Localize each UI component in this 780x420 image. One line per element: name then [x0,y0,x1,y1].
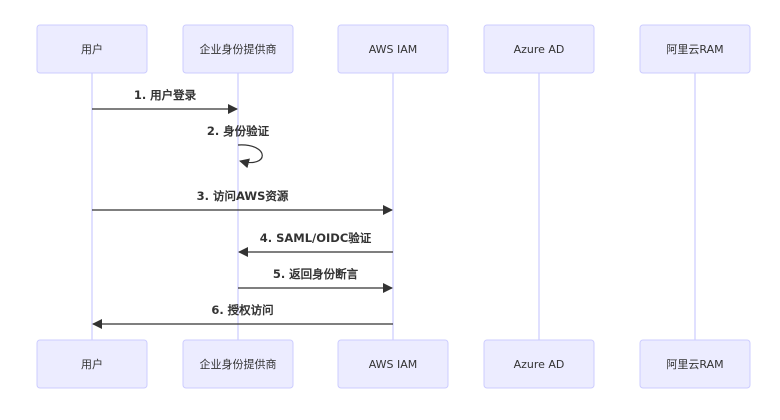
actor-idp-bottom: 企业身份提供商 [182,339,294,389]
actor-label: Azure AD [514,358,565,371]
actor-label: 阿里云RAM [666,43,723,56]
actor-idp-top: 企业身份提供商 [182,24,294,74]
actor-box [483,24,595,74]
message-label: 2. 身份验证 [207,124,270,138]
actor-label: 用户 [81,357,103,371]
actor-box [337,24,449,74]
message-2: 2. 身份验证 [207,124,270,169]
message-3: 3. 访问AWS资源 [92,189,393,215]
message-label: 3. 访问AWS资源 [197,189,289,203]
actor-label: AWS IAM [369,43,418,56]
actor-aws-top: AWS IAM [337,24,449,74]
actor-box [337,339,449,389]
actor-label: 用户 [81,42,103,56]
actor-box [36,24,148,74]
message-label: 6. 授权访问 [211,303,273,317]
actor-box [36,339,148,389]
message-label: 1. 用户登录 [134,88,197,102]
message-5: 5. 返回身份断言 [238,267,393,293]
actor-box [483,339,595,389]
message-label: 5. 返回身份断言 [273,267,359,281]
actor-aws-bottom: AWS IAM [337,339,449,389]
actor-azure-bottom: Azure AD [483,339,595,389]
message-1: 1. 用户登录 [92,88,238,114]
actor-aliyun-bottom: 阿里云RAM [639,339,751,389]
actor-user-top: 用户 [36,24,148,74]
actor-box [182,24,294,74]
actor-box [639,24,751,74]
message-arrow [237,144,263,169]
actor-azure-top: Azure AD [483,24,595,74]
message-6: 6. 授权访问 [92,303,393,329]
actor-label: 阿里云RAM [666,358,723,371]
actor-label: AWS IAM [369,358,418,371]
actor-box [182,339,294,389]
actor-label: 企业身份提供商 [200,42,277,56]
message-label: 4. SAML/OIDC验证 [260,231,372,245]
actor-label: Azure AD [514,43,565,56]
actor-user-bottom: 用户 [36,339,148,389]
actor-aliyun-top: 阿里云RAM [639,24,751,74]
message-4: 4. SAML/OIDC验证 [238,231,393,257]
actor-label: 企业身份提供商 [200,357,277,371]
actor-box [639,339,751,389]
